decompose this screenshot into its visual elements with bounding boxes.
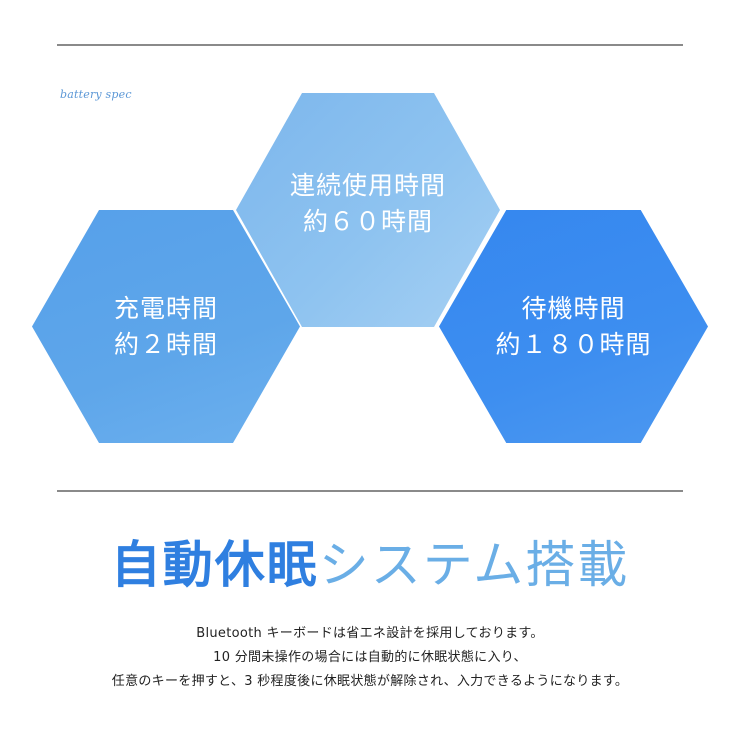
- feature-title-light: システム搭載: [318, 536, 630, 594]
- hex-charge-time-value: 約２時間: [113, 329, 218, 359]
- hex-standby-time-content: 待機時間 約１８０時間: [495, 291, 651, 363]
- description-line-2: 10 分間未操作の場合には自動的に休眠状態に入り、: [213, 650, 527, 665]
- top-divider: [57, 44, 683, 46]
- feature-title-strong: 自動休眠: [110, 535, 319, 594]
- description-line-1: Bluetooth キーボードは省エネ設計を採用しております。: [196, 626, 544, 641]
- hex-charge-time-label: 充電時間: [113, 293, 218, 323]
- hex-continuous-use-label: 連続使用時間: [289, 171, 446, 200]
- hex-continuous-use-value: 約６０時間: [302, 207, 433, 236]
- hex-continuous-use-content: 連続使用時間 約６０時間: [290, 168, 446, 240]
- hex-continuous-use-time: 連続使用時間 約６０時間: [236, 93, 500, 327]
- hex-standby-time-value: 約１８０時間: [495, 329, 652, 359]
- bottom-divider: [57, 490, 683, 492]
- description-line-3: 任意のキーを押すと、3 秒程度後に休眠状態が解除され、入力できるようになります。: [111, 674, 629, 689]
- battery-spec-label: battery spec: [60, 88, 132, 101]
- hex-standby-time-label: 待機時間: [521, 293, 626, 323]
- feature-description: Bluetooth キーボードは省エネ設計を採用しております。 10 分間未操作…: [0, 622, 740, 694]
- hex-charge-time-content: 充電時間 約２時間: [114, 291, 218, 363]
- feature-title: 自動休眠システム搭載: [0, 530, 740, 600]
